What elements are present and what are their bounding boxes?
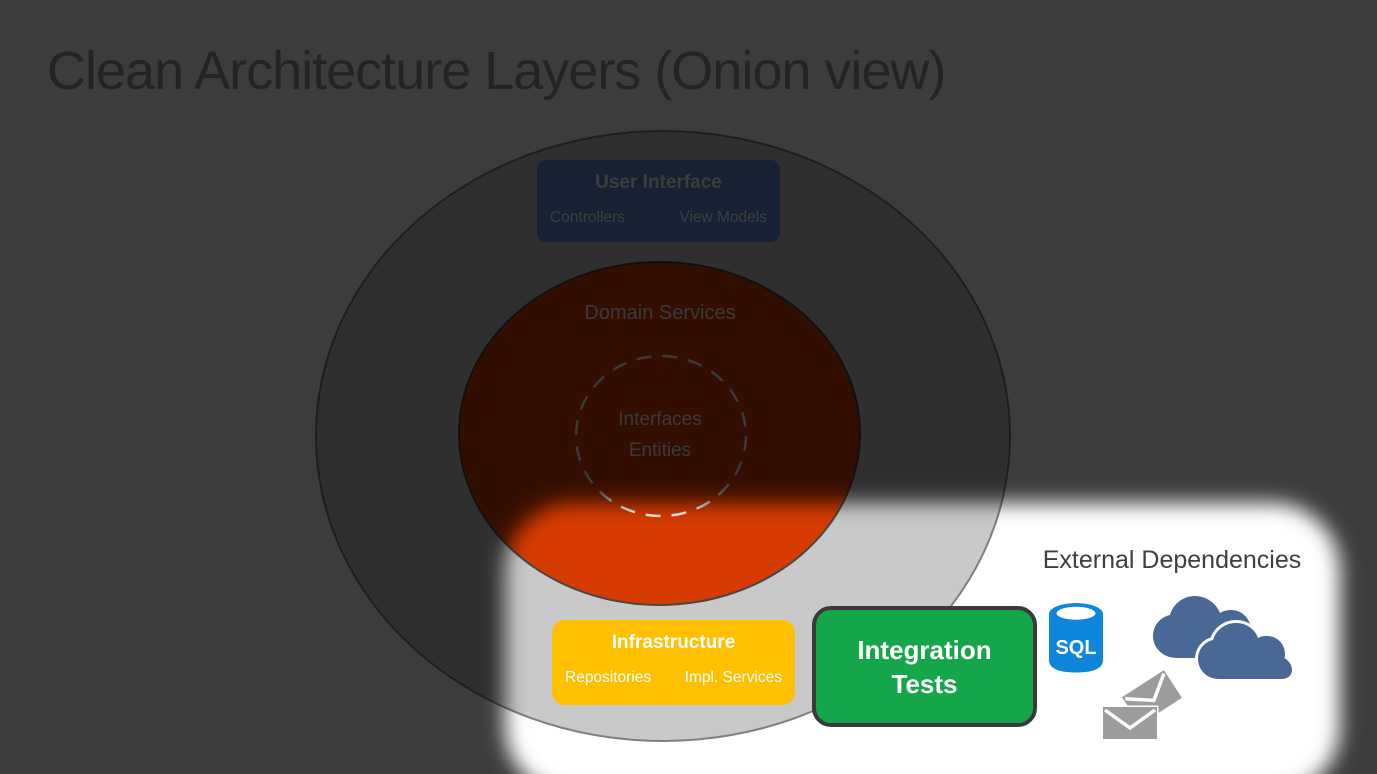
repositories-label: Repositories [565,669,652,686]
mail-envelopes-icon [1101,670,1182,741]
view-models-label: View Models [679,209,767,226]
slide-title: Clean Architecture Layers (Onion view) [47,41,946,101]
integration-tests-box: Integration Tests [812,606,1037,727]
sql-database-icon: SQL [1049,603,1103,673]
envelope-front-icon [1101,705,1159,741]
user-interface-box: User Interface Controllers View Models [537,160,780,242]
integration-tests-line2: Tests [891,668,958,699]
domain-services-label: Domain Services [584,302,736,324]
core-entities-label: Entities [628,440,692,461]
core-dashed-circle [574,354,748,518]
sql-label: SQL [1055,637,1096,659]
external-dependencies-title: External Dependencies [1042,546,1302,574]
integration-tests-line1: Integration [857,634,992,665]
impl-services-label: Impl. Services [684,669,782,686]
infrastructure-box: Infrastructure Repositories Impl. Servic… [552,620,795,705]
user-interface-title: User Interface [595,172,722,193]
infrastructure-title: Infrastructure [611,632,736,653]
controllers-label: Controllers [550,209,625,226]
core-interfaces-label: Interfaces [618,409,702,430]
